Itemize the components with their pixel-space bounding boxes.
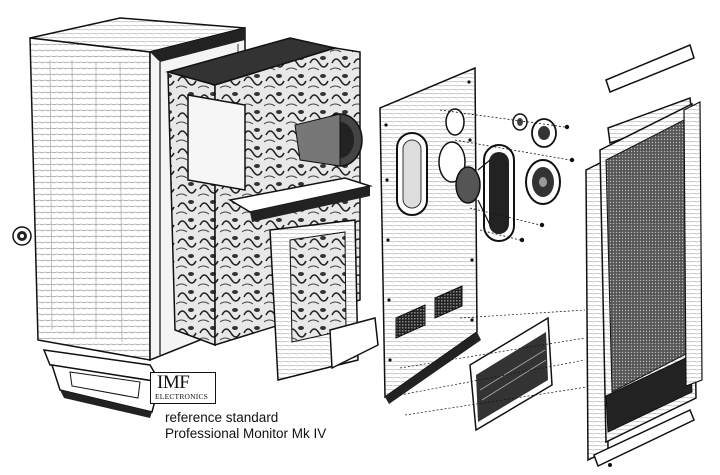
grille-frame: [585, 43, 703, 468]
terminal-knob-icon: [12, 226, 32, 246]
midrange-driver-icon: [525, 159, 561, 205]
driver-screws: [439, 109, 575, 243]
logo-main-text: IMF: [157, 372, 190, 393]
front-baffle: [379, 66, 481, 404]
inner-baffle: [269, 219, 379, 381]
logo-sub-text: ELECTRONICS: [155, 392, 209, 401]
assembly-guide-lines: [399, 309, 601, 416]
inner-enclosure: [165, 37, 373, 347]
tweeter-icon: [512, 113, 557, 148]
caption-line-1: reference standard: [165, 410, 279, 425]
imf-logo: IMF ELECTRONICS: [150, 372, 216, 404]
cabinet-stand: [42, 349, 162, 418]
caption-line-2: Professional Monitor Mk IV: [165, 426, 327, 441]
